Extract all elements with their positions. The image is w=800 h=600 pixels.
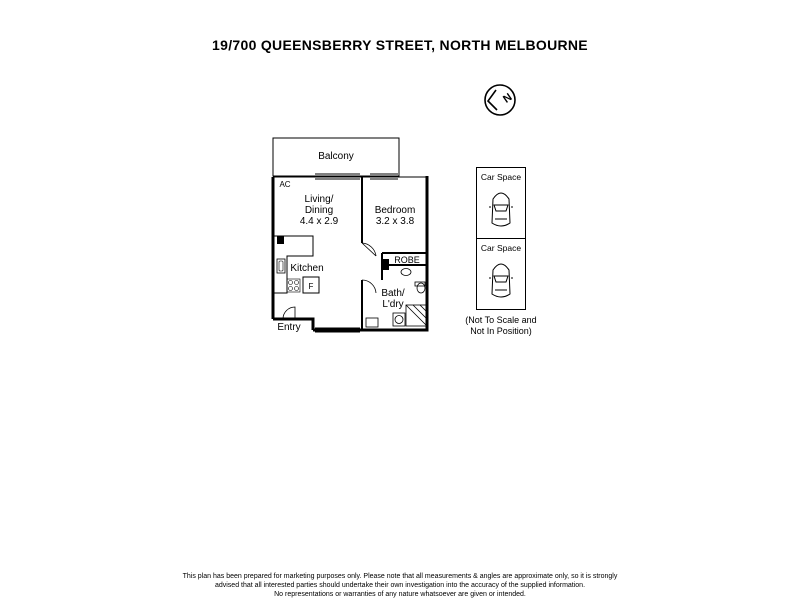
car-note-line1: (Not To Scale and <box>465 315 537 325</box>
disclaimer-line2: advised that all interested parties shou… <box>214 582 586 589</box>
balcony-label: Balcony <box>318 151 354 162</box>
living-dining-label-line2: Dining <box>304 205 334 216</box>
balcony-outline <box>272 137 400 177</box>
car-space-2-label: Car Space <box>480 243 522 253</box>
bath-fixtures <box>365 268 428 328</box>
bath-laundry-label-line1: Bath/ <box>381 288 405 299</box>
bottom-window <box>315 327 360 333</box>
bath-door-swing <box>361 279 377 294</box>
balcony-doors <box>273 173 427 180</box>
exterior-walls <box>271 176 429 332</box>
interior-walls <box>361 177 427 330</box>
page-title: 19/700 QUEENSBERRY STREET, NORTH MELBOUR… <box>212 37 588 53</box>
ac-label: AC <box>279 180 291 189</box>
entry-door-swing <box>282 306 296 320</box>
car-space-1-label: Car Space <box>480 172 522 182</box>
disclaimer-line3: No representations or warranties of any … <box>274 591 526 598</box>
bedroom-door-swing <box>361 242 377 257</box>
car-note-line2: Not In Position) <box>470 326 532 336</box>
bath-laundry-label-line2: L'dry <box>382 299 404 310</box>
kitchen-bench <box>273 235 320 294</box>
fridge-label: F <box>308 282 314 291</box>
cooktop-icon <box>286 278 301 293</box>
living-dining-label-line1: Living/ <box>304 194 334 205</box>
car-icon <box>489 192 513 227</box>
disclaimer-line1: This plan has been prepared for marketin… <box>182 573 618 580</box>
living-dining-dims: 4.4 x 2.9 <box>299 216 339 227</box>
car-spaces-diagram <box>476 167 526 310</box>
sink-icon <box>276 258 286 274</box>
bedroom-label: Bedroom <box>374 205 416 216</box>
north-arrow-icon: N <box>484 84 516 116</box>
car-icon <box>489 263 513 298</box>
car-space-note: (Not To Scale and Not In Position) <box>458 315 544 337</box>
kitchen-label: Kitchen <box>290 263 324 274</box>
bedroom-dims: 3.2 x 3.8 <box>375 216 415 227</box>
entry-label: Entry <box>277 322 301 333</box>
robe-label: ROBE <box>394 255 420 265</box>
disclaimer: This plan has been prepared for marketin… <box>0 572 800 599</box>
